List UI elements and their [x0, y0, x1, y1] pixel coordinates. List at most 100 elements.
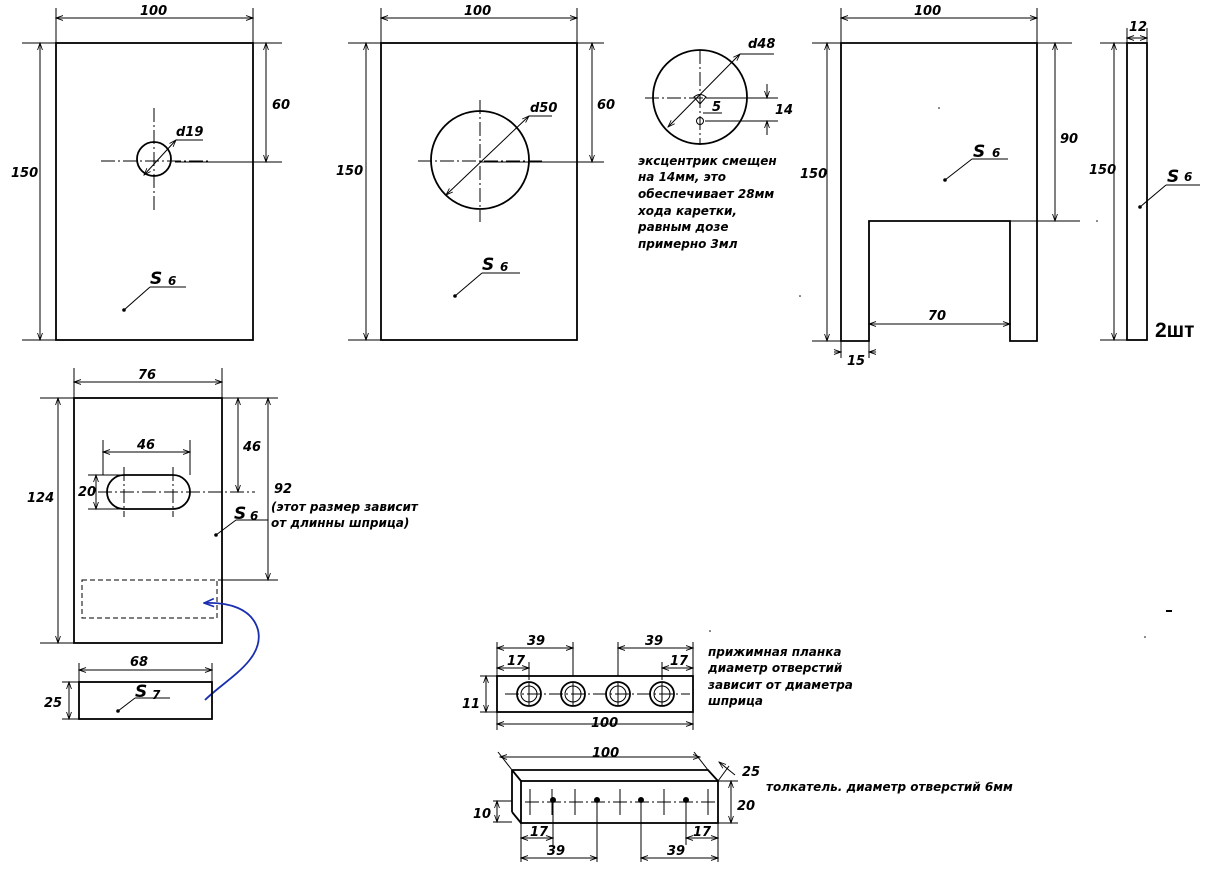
pusher-length-label: 100	[592, 746, 619, 761]
eccentric-offset-label: 14	[775, 103, 793, 118]
part2-thickness-label: S	[482, 255, 494, 275]
eccentric-note: эксцентрик смещен на 14мм, это обеспечив…	[637, 154, 777, 251]
part6-thickness-label: S	[135, 682, 147, 702]
part3-cut-width-label: 70	[928, 309, 946, 324]
part5-slot	[106, 474, 191, 510]
part6-small-block: 68 25 S 7	[44, 655, 212, 719]
eccentric-note-line: обеспечивает 28мм	[638, 187, 774, 201]
pusher-depth-label: 25	[742, 765, 760, 780]
part3-height-label: 150	[800, 167, 827, 182]
pusher-hole	[550, 797, 556, 803]
pusher-left-spacing-label: 39	[547, 844, 565, 859]
part5-width-label: 76	[138, 368, 156, 383]
part5-slot-length-label: 46	[136, 438, 155, 453]
eccentric-disc: d48 5 14 эксцентрик смещен на 14мм, это …	[637, 37, 793, 251]
clamp-bar-note-line: шприца	[708, 694, 763, 708]
part6-width-label: 68	[130, 655, 148, 670]
part2-outline	[380, 42, 578, 341]
clamp-bar-outline	[496, 675, 694, 713]
part3-outline	[840, 42, 1038, 342]
part3-u-plate: 100 150 90 70 15 S 6	[800, 4, 1080, 369]
part5-mount-position	[81, 579, 218, 619]
part2-thickness-value: 6	[500, 260, 508, 274]
part4-side-strip: 12 150 S 6 2шт	[1089, 20, 1200, 342]
part1-thickness-label: S	[150, 269, 162, 289]
pusher-bar: 100 25 10 20 толкатель. диаметр отверсти…	[473, 746, 1013, 862]
part1-plate-with-d19-hole: 100 150 60 d19 S 6	[11, 4, 290, 340]
clamp-bar: 39 39 17 17 11 100 прижимная планка диам…	[462, 634, 853, 731]
eccentric-note-line: на 14мм, это	[638, 170, 726, 184]
eccentric-note-line: эксцентрик смещен	[638, 154, 777, 168]
part1-outline	[55, 42, 254, 341]
part5-height-label: 124	[27, 491, 54, 506]
pusher-hole	[683, 797, 689, 803]
pusher-left-edge-label: 17	[530, 825, 549, 840]
part5-variable-note-line: (этот размер зависит	[271, 500, 419, 514]
clamp-bar-height-label: 11	[462, 697, 480, 712]
part1-hole-label: d19	[176, 125, 203, 140]
part5-slot-offset-label: 46	[242, 440, 261, 455]
part3-cut-depth-label: 90	[1060, 132, 1078, 147]
clamp-bar-note-line: зависит от диаметра	[707, 678, 853, 692]
part5-slot-width-label: 20	[78, 485, 96, 500]
pusher-front-height-label: 10	[473, 807, 491, 822]
clamp-bar-length-label: 100	[591, 716, 618, 731]
clamp-hole	[560, 681, 586, 707]
clamp-bar-left-edge-label: 17	[507, 654, 526, 669]
part4-width-label: 12	[1129, 20, 1147, 35]
part2-hole-label: d50	[530, 101, 557, 116]
part1-hole-offset-label: 60	[272, 98, 290, 113]
pusher-note: толкатель. диаметр отверстий 6мм	[766, 780, 1013, 794]
part6-outline	[78, 681, 213, 720]
eccentric-hole-label: 5	[712, 100, 721, 115]
pusher-right-edge-label: 17	[693, 825, 712, 840]
clamp-bar-note-line: диаметр отверстий	[707, 661, 843, 675]
pusher-height-label: 20	[737, 799, 755, 814]
part5-slotted-plate: 76 124 46 20 46 92 (этот размер зависит …	[27, 368, 419, 643]
part6-thickness-value: 7	[152, 688, 161, 702]
pusher-holes	[550, 797, 689, 803]
clamp-hole	[605, 681, 631, 707]
part5-variable-label: 92	[274, 482, 292, 497]
part2-height-label: 150	[336, 164, 363, 179]
part4-thickness-value: 6	[1184, 170, 1192, 184]
part5-thickness-label: S	[234, 504, 246, 524]
eccentric-note-line: примерно 3мл	[638, 237, 738, 251]
eccentric-note-line: хода каретки,	[637, 204, 737, 218]
part2-plate-with-d50-hole: 100 150 60 d50 S 6	[336, 4, 615, 340]
clamp-hole	[516, 681, 542, 707]
eccentric-note-line: равным дозе	[637, 220, 728, 234]
part1-width-label: 100	[140, 4, 167, 19]
part2-width-label: 100	[464, 4, 491, 19]
pusher-hole	[638, 797, 644, 803]
part4-height-label: 150	[1089, 163, 1116, 178]
part3-width-label: 100	[914, 4, 941, 19]
pusher-hole	[594, 797, 600, 803]
part5-thickness-value: 6	[250, 509, 258, 523]
part5-variable-note-line: от длинны шприца)	[271, 516, 409, 530]
clamp-bar-holes	[516, 681, 675, 707]
part6-height-label: 25	[44, 696, 62, 711]
clamp-bar-left-spacing-label: 39	[527, 634, 545, 649]
eccentric-diameter-label: d48	[748, 37, 775, 52]
clamp-bar-right-edge-label: 17	[670, 654, 689, 669]
clamp-hole	[649, 681, 675, 707]
part2-hole-offset-label: 60	[597, 98, 615, 113]
part3-thickness-value: 6	[992, 146, 1000, 160]
clamp-bar-right-spacing-label: 39	[645, 634, 663, 649]
clamp-bar-note-line: прижимная планка	[708, 645, 841, 659]
part1-thickness-value: 6	[168, 274, 176, 288]
clamp-bar-note: прижимная планка диаметр отверстий завис…	[707, 645, 853, 708]
part3-leg-width-label: 15	[847, 354, 865, 369]
part1-height-label: 150	[11, 166, 38, 181]
part4-thickness-label: S	[1167, 167, 1179, 187]
placement-arrow-icon	[204, 603, 260, 701]
pusher-front-face	[520, 780, 719, 824]
part5-outline	[73, 397, 223, 644]
part4-outline	[1126, 42, 1148, 341]
part4-quantity-label: 2шт	[1155, 319, 1194, 342]
part3-thickness-label: S	[973, 142, 985, 162]
pusher-top-edge	[512, 769, 719, 782]
pusher-right-spacing-label: 39	[667, 844, 685, 859]
